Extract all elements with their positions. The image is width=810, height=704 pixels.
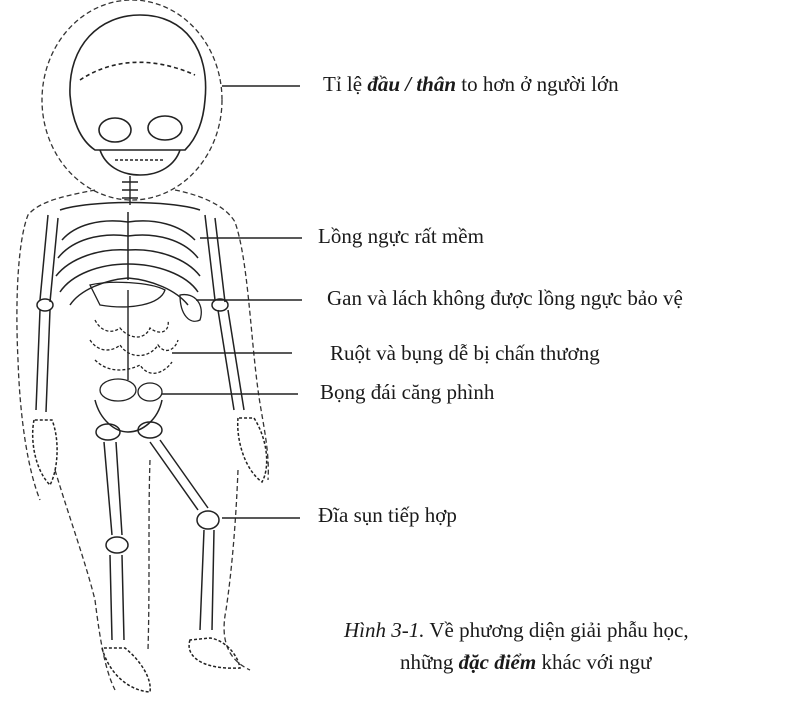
figure-caption-line2: những đặc điểm khác với ngư	[400, 647, 651, 677]
label-ribcage: Lồng ngực rất mềm	[318, 224, 484, 248]
skull	[70, 15, 206, 175]
rib-cage	[56, 203, 200, 306]
figure-number: Hình 3-1.	[344, 618, 425, 642]
organs	[90, 282, 201, 401]
body-outline	[17, 0, 268, 690]
label-growth-plate: Đĩa sụn tiếp hợp	[318, 503, 457, 527]
label-bladder: Bọng đái căng phình	[320, 380, 494, 404]
pelvis	[95, 400, 162, 440]
arms	[33, 215, 267, 485]
figure-caption-line1: Hình 3-1. Về phương diện giải phẫu học,	[344, 615, 689, 645]
label-liver-spleen: Gan và lách không được lồng ngực bảo vệ	[327, 286, 683, 310]
label-abdomen: Ruột và bụng dễ bị chấn thương	[330, 341, 600, 365]
caption-emphasis: đặc điểm	[459, 650, 537, 674]
legs	[102, 440, 240, 692]
label-head-ratio: Tỉ lệ đầu / thân to hơn ở người lớn	[323, 72, 619, 96]
